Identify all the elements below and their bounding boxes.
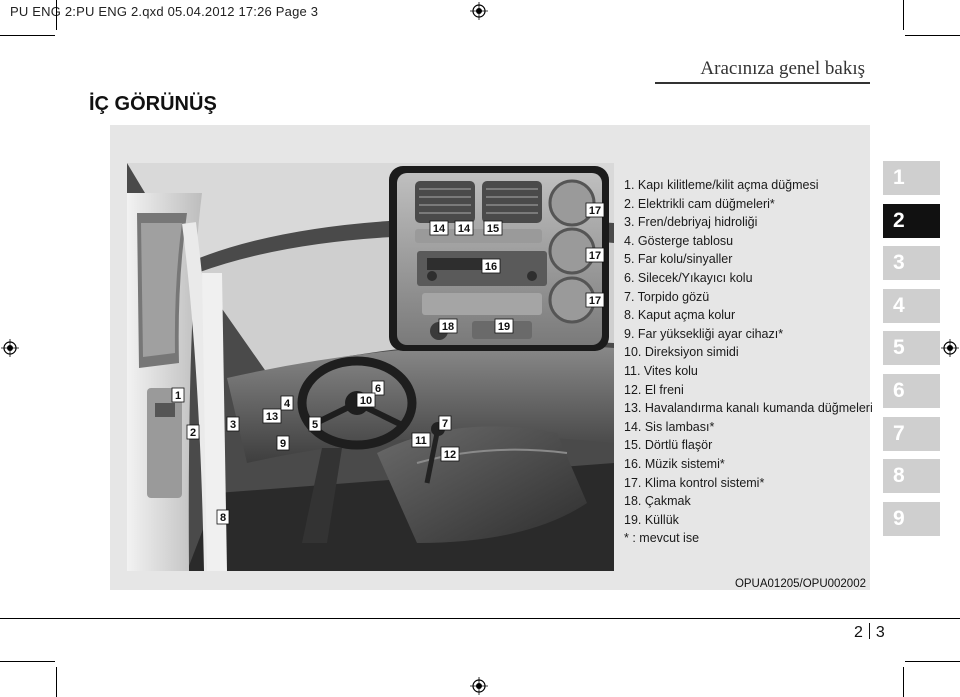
page-heading: İÇ GÖRÜNÜŞ (89, 93, 217, 115)
component-legend: 1. Kapı kilitleme/kilit açma düğmesi 2. … (624, 176, 873, 548)
legend-item: 18. Çakmak (624, 494, 691, 509)
callout-7: 7 (438, 415, 452, 431)
crop-mark (905, 35, 960, 36)
callout-8: 8 (216, 509, 230, 525)
legend-item: 2. Elektrikli cam düğmeleri* (624, 196, 775, 211)
registration-mark-icon (941, 339, 959, 357)
registration-mark-icon (470, 677, 488, 695)
svg-text:14: 14 (433, 223, 446, 235)
crop-mark (903, 667, 904, 697)
crop-mark (903, 0, 904, 30)
legend-item: 14. Sis lambası* (624, 419, 715, 434)
svg-text:10: 10 (360, 395, 372, 407)
footer-rule (0, 618, 960, 619)
interior-photo: 1 2 3 13 4 9 5 6 10 11 7 12 8 14 14 15 1… (127, 163, 614, 571)
callout-4: 4 (280, 395, 294, 411)
image-caption: OPUA01205/OPU002002 (734, 578, 866, 590)
legend-item: 12. El freni (624, 382, 684, 397)
page-number-divider (868, 623, 870, 639)
section-title: Aracınıza genel bakış (700, 58, 865, 79)
legend-item: 6. Silecek/Yıkayıcı kolu (624, 270, 753, 285)
legend-item: 9. Far yüksekliği ayar cihazı* (624, 326, 784, 341)
callout-17c: 17 (585, 292, 605, 308)
svg-text:4: 4 (284, 398, 291, 410)
print-slug: PU ENG 2:PU ENG 2.qxd 05.04.2012 17:26 P… (10, 4, 319, 19)
svg-text:13: 13 (266, 411, 278, 423)
svg-text:17: 17 (589, 250, 601, 262)
svg-text:17: 17 (589, 205, 601, 217)
crop-mark (905, 661, 960, 662)
callout-10: 10 (356, 392, 376, 408)
callout-5: 5 (308, 416, 322, 432)
svg-text:6: 6 (375, 383, 381, 395)
svg-text:1: 1 (175, 390, 181, 402)
callout-14a: 14 (429, 220, 449, 236)
registration-mark-icon (470, 2, 488, 20)
chapter-tab-1[interactable]: 1 (883, 161, 940, 195)
legend-item: 4. Gösterge tablosu (624, 233, 734, 248)
svg-text:8: 8 (220, 512, 226, 524)
crop-mark (0, 661, 55, 662)
svg-text:11: 11 (415, 435, 427, 447)
svg-text:12: 12 (444, 449, 456, 461)
callout-13: 13 (262, 408, 282, 424)
callout-18: 18 (438, 318, 458, 334)
callout-16: 16 (481, 258, 501, 274)
legend-item: 13. Havalandırma kanalı kumanda düğmeler… (624, 401, 873, 416)
callout-15: 15 (483, 220, 503, 236)
section-rule (655, 82, 870, 84)
callout-11: 11 (411, 432, 431, 448)
callout-1: 1 (171, 387, 185, 403)
chapter-tab-4[interactable]: 4 (883, 288, 940, 323)
chapter-tab-7[interactable]: 7 (883, 416, 940, 451)
svg-text:7: 7 (442, 418, 448, 430)
chapter-tabs: 1 2 3 4 5 6 7 8 9 (883, 161, 940, 544)
legend-item: 17. Klima kontrol sistemi* (624, 475, 765, 490)
callout-12: 12 (440, 446, 460, 462)
svg-text:2: 2 (190, 427, 196, 439)
callout-14b: 14 (454, 220, 474, 236)
interior-illustration: 1 2 3 13 4 9 5 6 10 11 7 12 8 14 14 15 1… (127, 163, 614, 571)
legend-item: 3. Fren/debriyaj hidroliği (624, 215, 758, 230)
legend-item: 5. Far kolu/sinyaller (624, 252, 733, 267)
legend-item: 7. Torpido gözü (624, 289, 710, 304)
chapter-tab-3[interactable]: 3 (883, 246, 940, 281)
legend-item: 8. Kaput açma kolur (624, 308, 736, 323)
callout-2: 2 (186, 424, 200, 440)
svg-text:15: 15 (487, 223, 499, 235)
legend-note: * : mevcut ise (624, 531, 700, 546)
callout-6: 6 (371, 380, 385, 396)
page-number-right: 3 (875, 624, 885, 641)
crop-mark (56, 667, 57, 697)
crop-mark (56, 0, 57, 30)
registration-mark-icon (1, 339, 19, 357)
chapter-tab-2[interactable]: 2 (883, 203, 940, 238)
callout-3: 3 (226, 416, 240, 432)
svg-text:9: 9 (280, 438, 286, 450)
chapter-tab-8[interactable]: 8 (883, 459, 940, 494)
callout-9: 9 (276, 435, 290, 451)
legend-item: 1. Kapı kilitleme/kilit açma düğmesi (624, 178, 819, 192)
chapter-tab-9[interactable]: 9 (883, 501, 940, 536)
chapter-tab-6[interactable]: 6 (883, 373, 940, 408)
chapter-tab-5[interactable]: 5 (883, 331, 940, 366)
callout-19: 19 (494, 318, 514, 334)
svg-text:14: 14 (458, 223, 471, 235)
crop-mark (0, 35, 55, 36)
svg-text:3: 3 (230, 419, 236, 431)
callout-17b: 17 (585, 247, 605, 263)
svg-text:17: 17 (589, 295, 601, 307)
svg-text:5: 5 (312, 419, 318, 431)
legend-item: 19. Küllük (624, 512, 679, 527)
page-number-left: 2 (854, 624, 863, 641)
svg-text:19: 19 (498, 321, 510, 333)
legend-item: 16. Müzik sistemi* (624, 456, 725, 471)
legend-item: 11. Vites kolu (624, 363, 698, 378)
legend-item: 10. Direksiyon simidi (624, 345, 739, 360)
svg-text:18: 18 (442, 321, 454, 333)
callout-17a: 17 (585, 202, 605, 218)
svg-text:16: 16 (485, 261, 497, 273)
legend-item: 15. Dörtlü flaşör (624, 438, 713, 453)
